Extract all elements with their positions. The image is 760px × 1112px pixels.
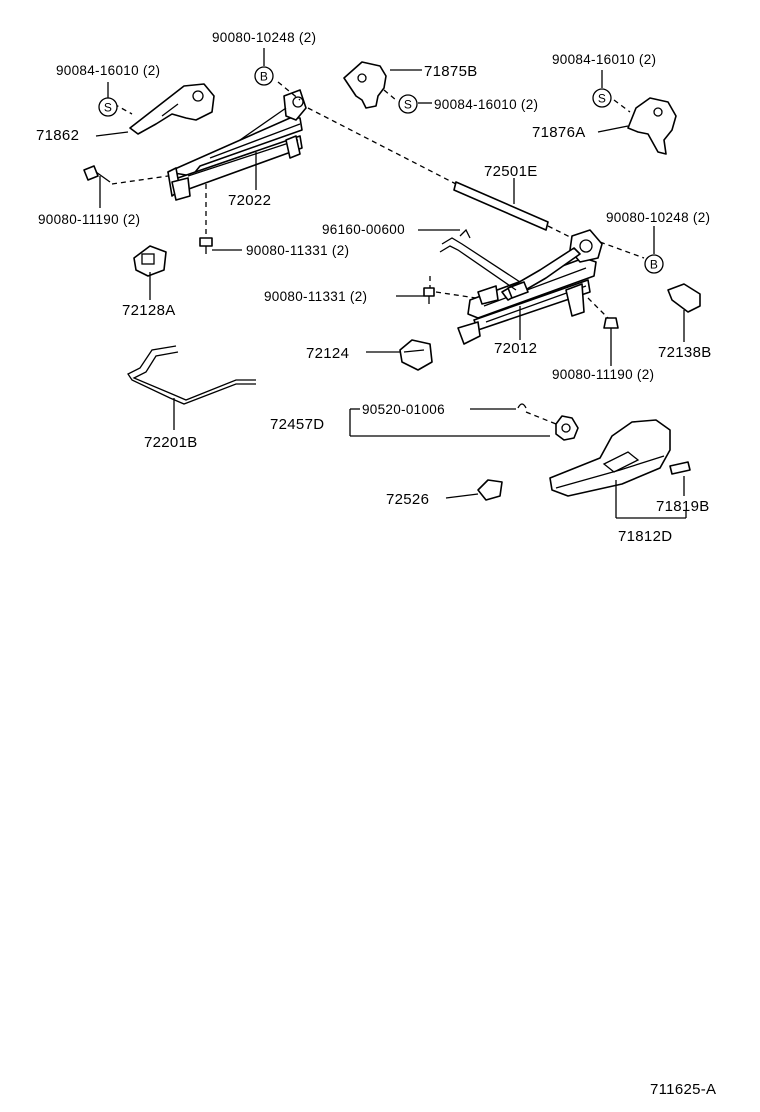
part-71812d-lever-cover[interactable] [549,419,671,497]
part-72128a-bracket[interactable] [133,245,167,277]
marker-b-right: B [644,254,664,274]
part-96160-00600-rod[interactable] [439,228,521,291]
part-72012-right-seat-track[interactable] [457,229,603,345]
leader-lines [95,48,687,519]
assembly-dashed-lines [111,81,645,425]
svg-text:S: S [104,101,112,115]
label-90080-11331-left: 90080-11331 (2) [246,243,349,258]
screw-90080-11331-left[interactable] [199,237,213,254]
label-72526: 72526 [386,491,429,508]
label-90080-11190-right: 90080-11190 (2) [552,367,654,382]
part-72457d-knob[interactable] [555,415,579,441]
part-71862-cover[interactable] [129,83,215,135]
part-72124-block[interactable] [399,339,433,371]
part-72501e-torsion-bar[interactable] [453,181,549,231]
label-71862: 71862 [36,127,79,144]
part-71876a-cover[interactable] [627,97,677,155]
part-72022-left-seat-track[interactable] [167,89,307,201]
label-72124: 72124 [306,345,349,362]
label-90520-01006: 90520-01006 [362,402,445,417]
part-72526-clip[interactable] [477,479,503,501]
label-71812d: 71812D [618,528,672,545]
svg-text:S: S [598,92,606,106]
label-72022: 72022 [228,192,271,209]
label-90080-10248-top: 90080-10248 (2) [212,30,316,45]
label-71875b: 71875B [424,63,478,80]
label-72201b: 72201B [144,434,198,451]
label-96160-00600: 96160-00600 [322,222,405,237]
marker-s-right: S [592,88,612,108]
diagram-id: 711625-A [650,1081,716,1098]
label-72128a: 72128A [122,302,176,319]
label-71819b: 71819B [656,498,710,515]
svg-text:B: B [260,70,268,84]
part-71819b-pad[interactable] [669,461,691,475]
marker-s-mid: S [398,94,418,114]
pin-90520-01006[interactable] [517,403,527,409]
label-90084-16010-right: 90084-16010 (2) [552,52,656,67]
marker-s-left: S [98,97,118,117]
marker-b-top: B [254,66,274,86]
label-90080-11331-mid: 90080-11331 (2) [264,289,367,304]
label-90084-16010-left: 90084-16010 (2) [56,63,160,78]
part-71875b-cover[interactable] [343,61,387,109]
bolt-90080-10248-left[interactable] [292,96,304,108]
label-71876a: 71876A [532,124,586,141]
label-72457d: 72457D [270,416,324,433]
label-90080-10248-right: 90080-10248 (2) [606,210,710,225]
label-72501e: 72501E [484,163,538,180]
label-72012: 72012 [494,340,537,357]
part-72201b-wire[interactable] [127,345,256,405]
label-72138b: 72138B [658,344,712,361]
label-90080-11190-left: 90080-11190 (2) [38,212,140,227]
screw-90080-11331-mid[interactable] [423,287,435,304]
screw-90080-11190-right[interactable] [603,317,619,336]
svg-text:B: B [650,258,658,272]
svg-text:S: S [404,98,412,112]
screw-90080-11190-left[interactable] [83,165,111,183]
part-72138b-bracket[interactable] [667,283,701,313]
label-90084-16010-mid: 90084-16010 (2) [434,97,538,112]
